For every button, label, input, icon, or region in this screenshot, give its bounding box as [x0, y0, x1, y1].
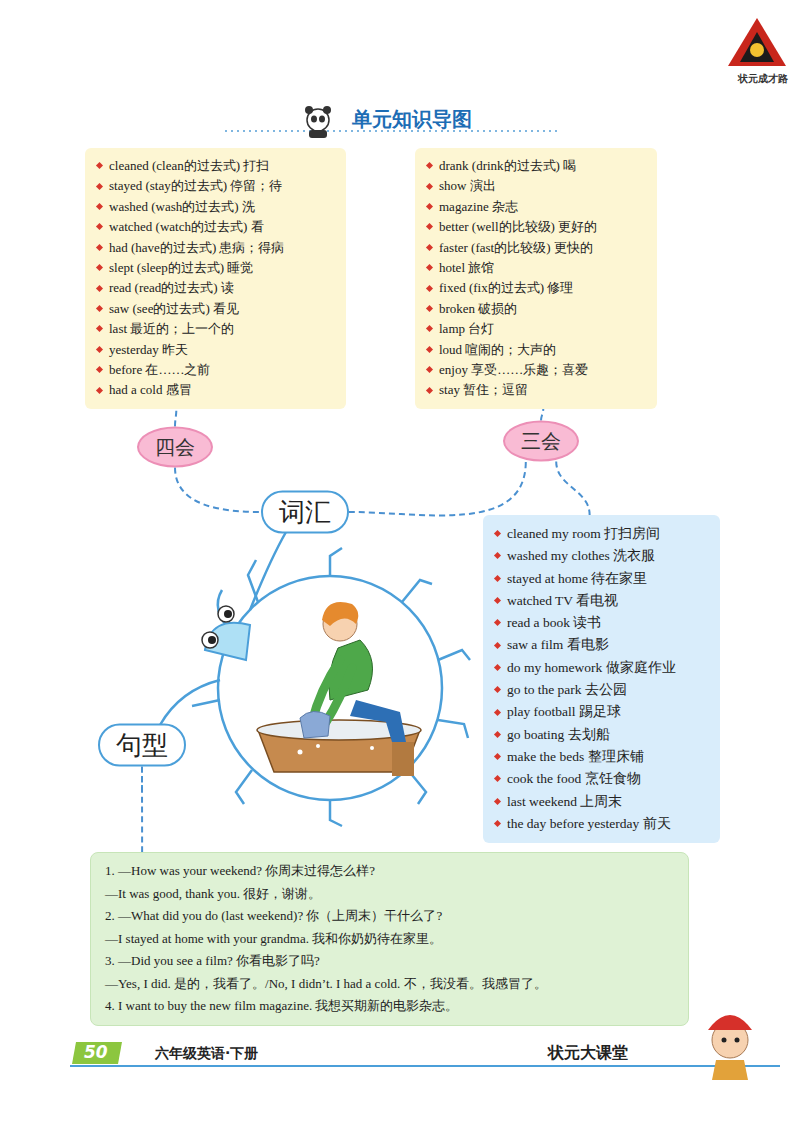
picture-frame [142, 532, 470, 826]
topic-oval: 词汇 [261, 491, 349, 534]
node-text: watched (watch的过去式) 看 [95, 217, 336, 237]
node-text: play football 踢足球 [493, 701, 710, 723]
node-text: fixed (fix的过去式) 修理 [425, 278, 647, 298]
node-text: 1. —How was your weekend? 你周末过得怎么样? [105, 860, 674, 883]
node-text: stayed at home 待在家里 [493, 568, 710, 590]
dashed-connector [175, 468, 261, 513]
node-text: last weekend 上周末 [493, 791, 710, 813]
dashed-connector [175, 409, 176, 427]
node-text: 句型 [116, 728, 168, 763]
sentence-box: 1. —How was your weekend? 你周末过得怎么样?—It w… [90, 852, 689, 1026]
node-text: 词汇 [279, 495, 331, 530]
node-text: saw (see的过去式) 看见 [95, 299, 336, 319]
node-text: the day before yesterday 前天 [493, 813, 710, 835]
node-text: cook the food 烹饪食物 [493, 768, 710, 790]
node-text: go boating 去划船 [493, 724, 710, 746]
series-name: 状元大课堂 [548, 1043, 628, 1064]
page-number: 50 [84, 1042, 108, 1062]
node-text: —Yes, I did. 是的，我看了。/No, I didn’t. I had… [105, 973, 674, 996]
node-text: 四会 [155, 434, 195, 461]
logo-text: 状元成才路 [738, 72, 788, 86]
phrase-box: cleaned my room 打扫房间washed my clothes 洗衣… [483, 515, 720, 843]
title-decor [225, 106, 560, 138]
node-text: before 在……之前 [95, 360, 336, 380]
node-text: do my homework 做家庭作业 [493, 657, 710, 679]
level-oval: 四会 [137, 427, 213, 468]
node-text: broken 破损的 [425, 299, 647, 319]
node-text: 4. I want to buy the new film magazine. … [105, 995, 674, 1018]
node-text: hotel 旅馆 [425, 258, 647, 278]
node-text: 3. —Did you see a film? 你看电影了吗? [105, 950, 674, 973]
node-text: faster (fast的比较级) 更快的 [425, 238, 647, 258]
bug-head [202, 606, 250, 660]
node-text: go to the park 去公园 [493, 679, 710, 701]
node-text: last 最近的；上一个的 [95, 319, 336, 339]
node-text: —It was good, thank you. 很好，谢谢。 [105, 883, 674, 906]
node-text: read a book 读书 [493, 612, 710, 634]
node-text: washed my clothes 洗衣服 [493, 545, 710, 567]
node-text: cleaned my room 打扫房间 [493, 523, 710, 545]
vocab-box: cleaned (clean的过去式) 打扫stayed (stay的过去式) … [85, 148, 346, 409]
node-text: had (have的过去式) 患病；得病 [95, 238, 336, 258]
node-text: 三会 [521, 428, 561, 455]
node-text: —I stayed at home with your grandma. 我和你… [105, 928, 674, 951]
dashed-connector [541, 409, 543, 421]
node-text: enjoy 享受……乐趣；喜爱 [425, 360, 647, 380]
node-text: loud 喧闹的；大声的 [425, 340, 647, 360]
node-text: washed (wash的过去式) 洗 [95, 197, 336, 217]
node-text: saw a film 看电影 [493, 634, 710, 656]
node-text: 2. —What did you do (last weekend)? 你（上周… [105, 905, 674, 928]
node-text: make the beds 整理床铺 [493, 746, 710, 768]
topic-oval: 句型 [98, 724, 186, 767]
boy-washing-clothes [257, 602, 421, 776]
node-text: watched TV 看电视 [493, 590, 710, 612]
node-text: read (read的过去式) 读 [95, 278, 336, 298]
dashed-connector [349, 462, 526, 516]
node-text: drank (drink的过去式) 喝 [425, 156, 647, 176]
node-text: stayed (stay的过去式) 停留；待 [95, 176, 336, 196]
node-text: stay 暂住；逗留 [425, 380, 647, 400]
node-text: yesterday 昨天 [95, 340, 336, 360]
page-title: 单元知识导图 [352, 106, 472, 133]
book-name: 六年级英语·下册 [155, 1045, 258, 1063]
node-text: magazine 杂志 [425, 197, 647, 217]
node-text: had a cold 感冒 [95, 380, 336, 400]
vocab-box: drank (drink的过去式) 喝show 演出magazine 杂志bet… [415, 148, 657, 409]
node-text: show 演出 [425, 176, 647, 196]
level-oval: 三会 [503, 421, 579, 462]
node-text: slept (sleep的过去式) 睡觉 [95, 258, 336, 278]
dashed-connector [141, 767, 143, 853]
node-text: cleaned (clean的过去式) 打扫 [95, 156, 336, 176]
dashed-connector [556, 462, 589, 516]
node-text: better (well的比较级) 更好的 [425, 217, 647, 237]
logo [728, 18, 786, 66]
node-text: lamp 台灯 [425, 319, 647, 339]
